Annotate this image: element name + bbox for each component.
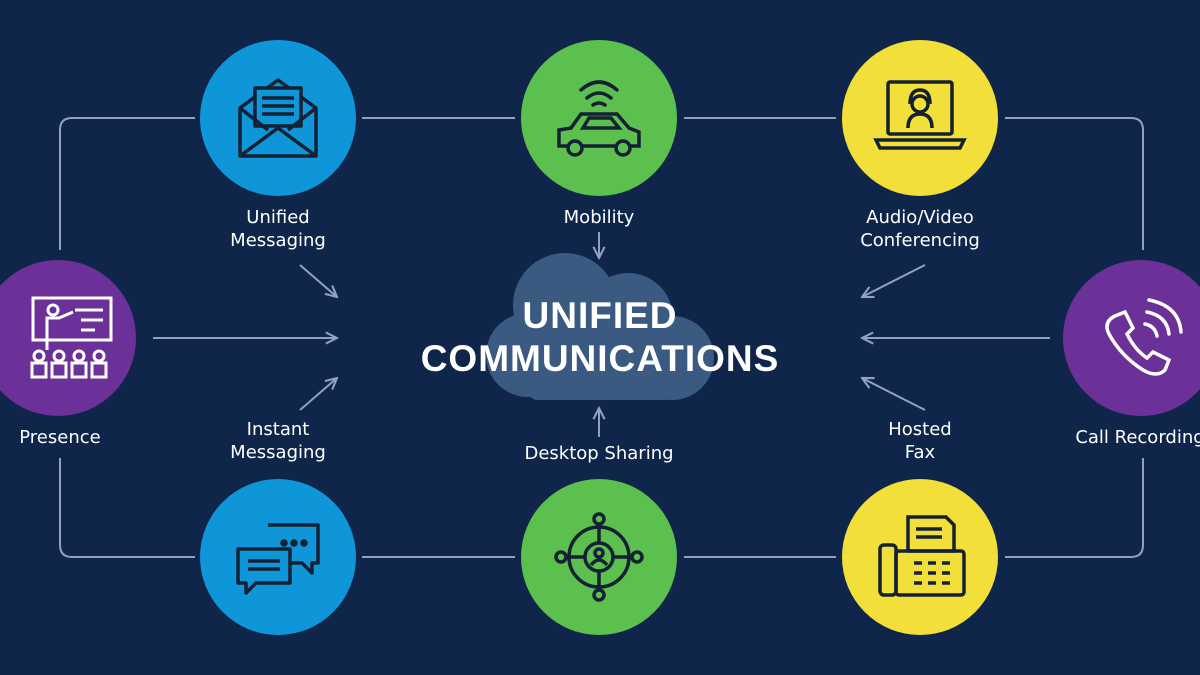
presenter-icon bbox=[30, 296, 113, 379]
label-desktop-sharing: Desktop Sharing bbox=[524, 443, 674, 464]
envelope-icon bbox=[238, 78, 318, 158]
connector-lines bbox=[59, 117, 1144, 558]
fax-machine-icon bbox=[878, 515, 966, 597]
node-presence[interactable] bbox=[0, 260, 136, 416]
node-av-conferencing[interactable] bbox=[842, 40, 998, 196]
network-user-icon bbox=[554, 512, 644, 602]
arrow-unified-messaging bbox=[299, 264, 337, 297]
title-line-1: UNIFIED bbox=[522, 295, 678, 336]
arrow-av bbox=[862, 264, 926, 297]
arrow-fax bbox=[862, 378, 926, 411]
connected-car-icon bbox=[557, 80, 641, 157]
title-line-2: COMMUNICATIONS bbox=[420, 338, 780, 379]
node-hosted-fax[interactable] bbox=[842, 479, 998, 635]
chat-bubbles-icon bbox=[236, 523, 320, 595]
label-mobility: Mobility bbox=[563, 207, 635, 228]
node-unified-messaging[interactable] bbox=[200, 40, 356, 196]
label-call-recording: Call Recording bbox=[1075, 427, 1200, 448]
arrows bbox=[153, 232, 1050, 437]
node-desktop-sharing[interactable] bbox=[521, 479, 677, 635]
phone-waves-icon bbox=[1105, 298, 1183, 376]
label-presence: Presence bbox=[19, 427, 101, 448]
laptop-headset-icon bbox=[873, 80, 967, 150]
node-call-recording[interactable] bbox=[1063, 260, 1200, 416]
arrow-instant-messaging bbox=[299, 378, 337, 411]
cloud-icon bbox=[486, 253, 714, 400]
node-instant-messaging[interactable] bbox=[200, 479, 356, 635]
node-mobility[interactable] bbox=[521, 40, 677, 196]
